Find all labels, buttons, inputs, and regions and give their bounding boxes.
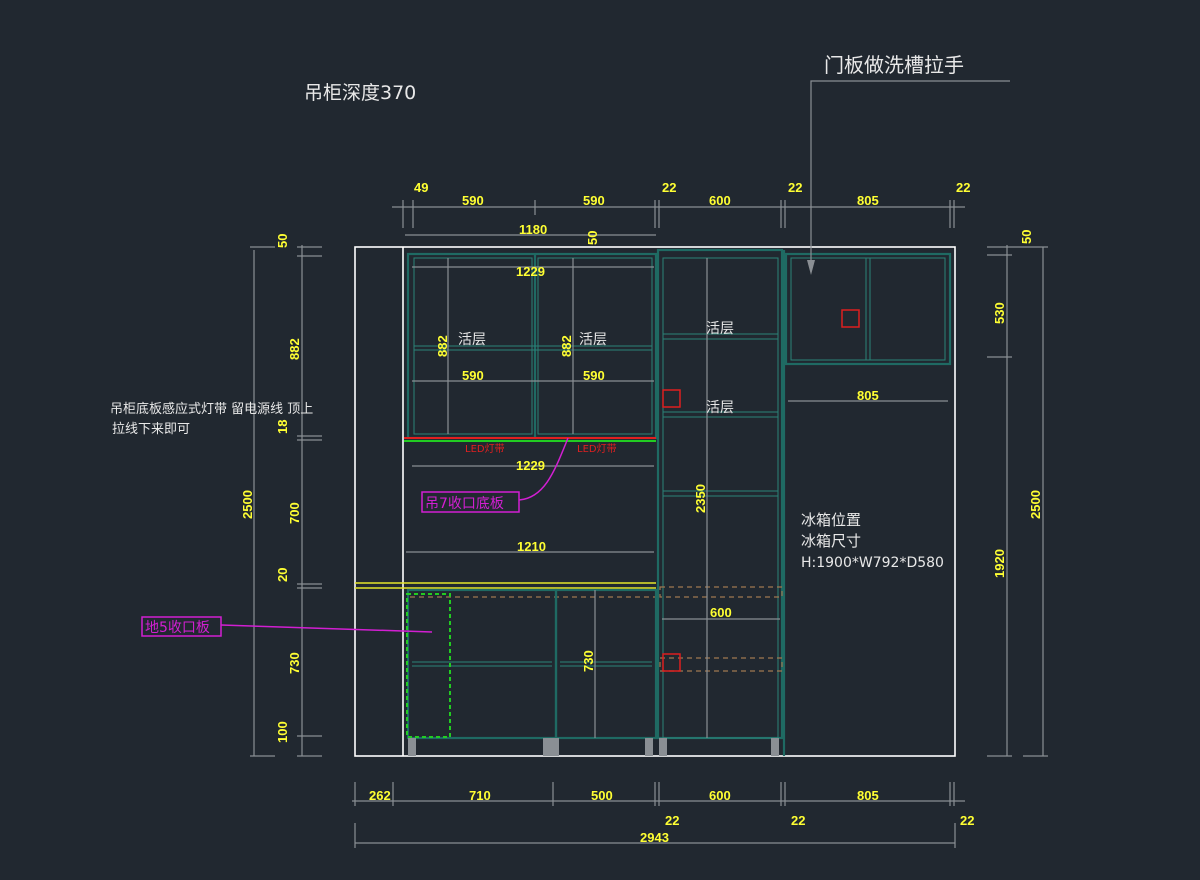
dim-text: 1229 (516, 264, 545, 279)
dim-text: 22 (791, 813, 805, 828)
upper-cabinet-depth-note: 吊柜深度370 (304, 82, 416, 104)
dim-text: 2943 (640, 830, 669, 845)
dim-text: 18 (275, 420, 290, 434)
right-dimension-lines (987, 245, 1048, 757)
dim-text: 1210 (517, 539, 546, 554)
dim-text: 2500 (240, 490, 255, 519)
led-note-line1: 吊柜底板感应式灯带 留电源线 顶上 (110, 401, 313, 417)
dim-text: 700 (287, 502, 302, 524)
dim-text: 22 (665, 813, 679, 828)
dim-text: 49 (414, 180, 428, 195)
left-dimension-lines (250, 245, 322, 757)
dim-text: 1920 (992, 549, 1007, 578)
dim-text: 22 (956, 180, 970, 195)
base-cabinets (406, 588, 658, 740)
marker-square (841, 309, 860, 328)
cabinet-legs (408, 738, 779, 756)
led-strip-label: LED灯带 (577, 443, 617, 455)
bottom-dimension-lines (352, 782, 965, 848)
dim-text: 22 (960, 813, 974, 828)
dim-text: 500 (591, 788, 613, 803)
door-handle-note: 门板做洗槽拉手 (824, 53, 964, 77)
dim-text: 50 (585, 231, 600, 245)
door-handle-leader (810, 80, 1010, 260)
top-dimension-lines (392, 200, 965, 738)
dim-text: 710 (469, 788, 491, 803)
dim-text: 100 (275, 721, 290, 743)
dim-text: 882 (435, 335, 450, 357)
dim-text: 20 (275, 568, 290, 582)
upper-trim-label-box (421, 491, 520, 513)
dim-text: 22 (662, 180, 676, 195)
dim-text: 805 (857, 788, 879, 803)
dim-text: 882 (287, 338, 302, 360)
base-trim-label-box (141, 616, 222, 637)
dim-text: 50 (1019, 230, 1034, 244)
dim-text: 805 (857, 193, 879, 208)
shelf-label: 活层 (458, 332, 486, 348)
base-trim-label: 地5收口板 (145, 620, 210, 636)
led-strip-label: LED灯带 (465, 443, 505, 455)
marker-square (662, 389, 681, 408)
fridge-size-value: H:1900*W792*D580 (801, 555, 944, 571)
led-note-line2: 拉线下来即可 (112, 422, 190, 437)
dim-text: 600 (709, 788, 731, 803)
dim-text: 882 (559, 335, 574, 357)
shelf-label: 活层 (706, 400, 734, 416)
dim-text: 50 (275, 234, 290, 248)
dim-text: 600 (710, 605, 732, 620)
shelf-label: 活层 (579, 332, 607, 348)
fridge-size-label: 冰箱尺寸 (801, 532, 861, 550)
upper-trim-label: 吊7收口底板 (425, 496, 504, 512)
tall-cabinet (656, 248, 784, 740)
dim-text: 2350 (693, 484, 708, 513)
dim-text: 1229 (516, 458, 545, 473)
dim-text: 262 (369, 788, 391, 803)
fridge-top-cabinet (782, 250, 952, 756)
dim-text: 590 (583, 368, 605, 383)
dim-text: 730 (287, 652, 302, 674)
outer-frame (354, 246, 956, 757)
dim-text: 805 (857, 388, 879, 403)
trim-board-dashed (406, 593, 451, 738)
dim-text: 600 (709, 193, 731, 208)
dim-text: 2500 (1028, 490, 1043, 519)
fridge-position-label: 冰箱位置 (801, 511, 861, 529)
dim-text: 1180 (519, 222, 547, 237)
dim-text: 590 (462, 368, 484, 383)
shelf-label: 活层 (706, 321, 734, 337)
dim-text: 730 (581, 650, 596, 672)
dim-text: 590 (583, 193, 605, 208)
marker-square (662, 653, 681, 672)
dim-text: 530 (992, 302, 1007, 324)
dim-text: 22 (788, 180, 802, 195)
dim-text: 590 (462, 193, 484, 208)
